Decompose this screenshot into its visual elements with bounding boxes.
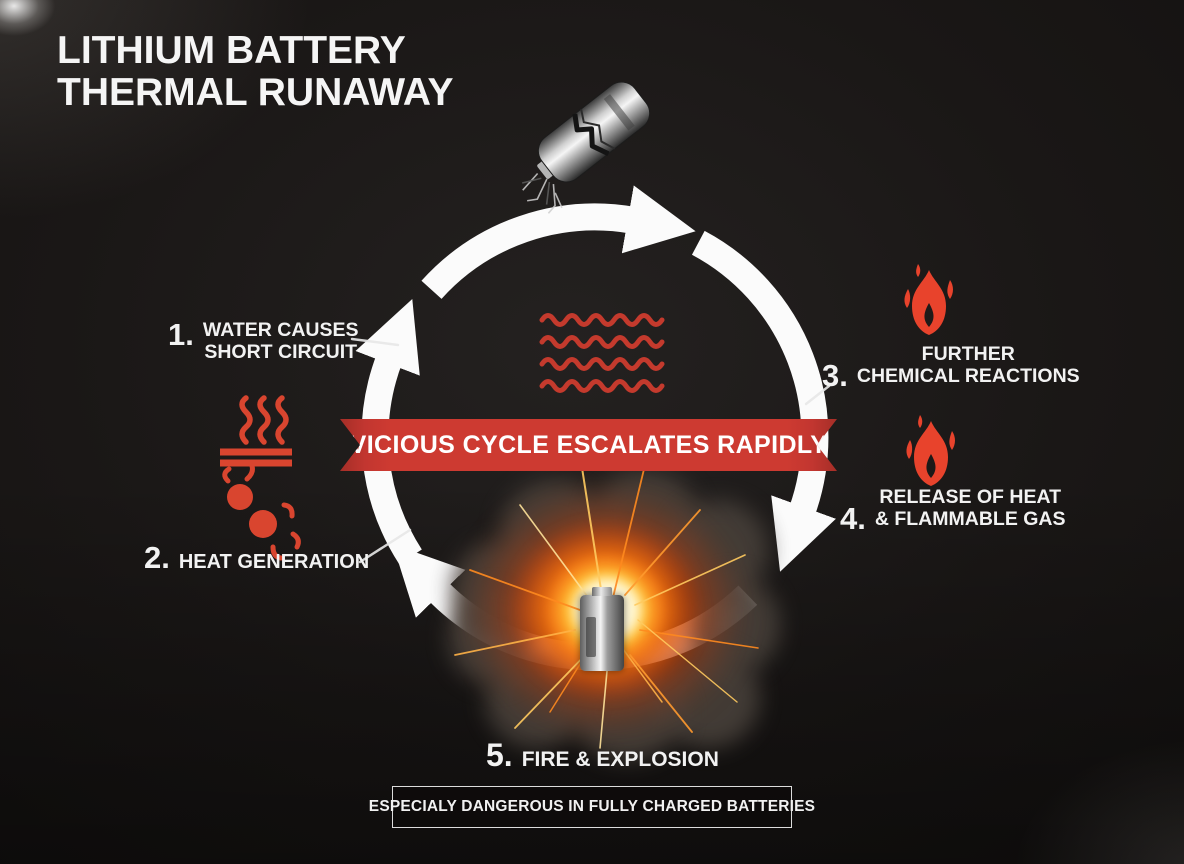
- steam-icon: [220, 395, 292, 467]
- cracked-battery-icon: [521, 81, 651, 214]
- step-5-fire-explosion: 5. FIRE & EXPLOSION: [486, 737, 719, 773]
- heat-waves-icon: [539, 313, 665, 393]
- battery-in-explosion: [580, 587, 624, 671]
- spark-rays: [454, 470, 759, 749]
- step-label: WATER CAUSES SHORT CIRCUIT: [202, 319, 359, 363]
- flame-icon: [906, 415, 955, 486]
- step-number: 1.: [168, 317, 194, 352]
- step-label-line: SHORT CIRCUIT: [204, 340, 358, 363]
- flame-icon: [904, 264, 953, 335]
- step-4-release-heat-gas: 4. RELEASE OF HEAT & FLAMMABLE GAS: [840, 486, 1066, 534]
- step-1-water-short-circuit: 1. WATER CAUSES SHORT CIRCUIT: [168, 317, 359, 363]
- step-number: 3.: [822, 358, 848, 393]
- page-title: LITHIUM BATTERY THERMAL RUNAWAY: [57, 30, 454, 114]
- leader-line-step3: [804, 384, 831, 406]
- step-label-line: FURTHER: [921, 343, 1015, 365]
- step-2-heat-generation: 2. HEAT GENERATION: [144, 540, 370, 575]
- step-number: 4.: [840, 501, 866, 536]
- step-label-line: WATER CAUSES: [202, 319, 359, 341]
- vicious-cycle-banner: VICIOUS CYCLE ESCALATES RAPIDLY: [340, 419, 837, 471]
- leader-line-step2: [358, 528, 412, 564]
- step-label-line: & FLAMMABLE GAS: [874, 507, 1066, 530]
- step-label-line: CHEMICAL REACTIONS: [856, 364, 1080, 387]
- step-label-line: RELEASE OF HEAT: [879, 486, 1062, 508]
- step-label: HEAT GENERATION: [178, 551, 370, 573]
- title-line-2: THERMAL RUNAWAY: [57, 71, 454, 114]
- molecules-icon: [222, 463, 301, 561]
- explosion-icon: [440, 470, 780, 760]
- step-label: FIRE & EXPLOSION: [521, 748, 719, 771]
- step-number: 2.: [144, 540, 170, 575]
- step-label: RELEASE OF HEAT & FLAMMABLE GAS: [874, 486, 1066, 530]
- leader-line-step1: [350, 337, 400, 347]
- footer-warning-box: ESPECIALY DANGEROUS IN FULLY CHARGED BAT…: [369, 786, 815, 828]
- leader-lines: [350, 337, 831, 564]
- title-line-1: LITHIUM BATTERY: [57, 29, 406, 72]
- banner-label: VICIOUS CYCLE ESCALATES RAPIDLY: [349, 430, 828, 459]
- footer-warning-text: ESPECIALY DANGEROUS IN FULLY CHARGED BAT…: [368, 798, 816, 815]
- step-3-chemical-reactions: 3. FURTHER CHEMICAL REACTIONS: [822, 343, 1080, 391]
- step-label: FURTHER CHEMICAL REACTIONS: [856, 343, 1080, 387]
- step-number: 5.: [486, 737, 513, 773]
